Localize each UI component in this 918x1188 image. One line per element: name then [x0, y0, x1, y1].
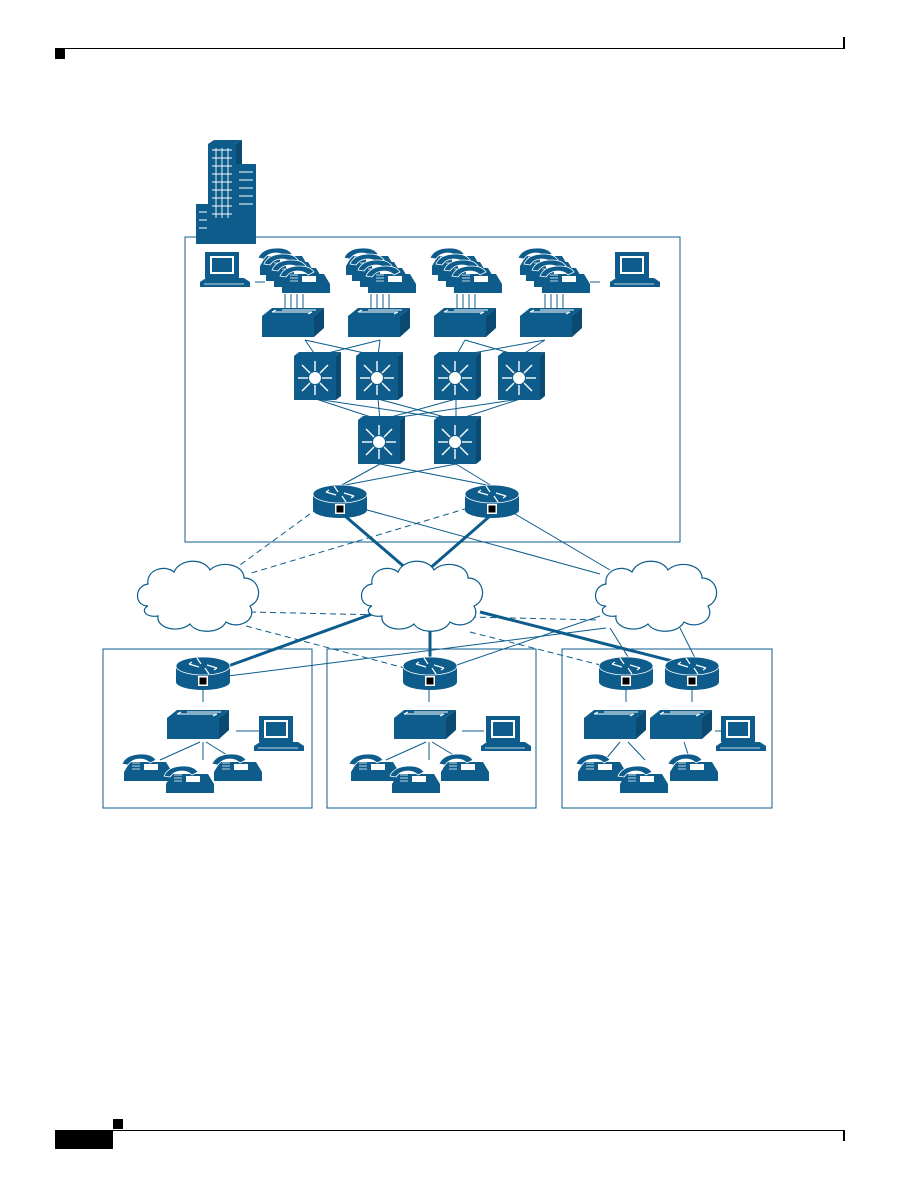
- ip-phone-icon: [163, 765, 215, 794]
- wan-links-thick: [205, 514, 685, 676]
- ip-phone-icon: [617, 765, 669, 794]
- multilayer-switch-icon: [433, 351, 482, 401]
- access-switch-icon: [519, 307, 583, 338]
- router-icon: [402, 656, 458, 691]
- ip-phone-icon: [518, 248, 590, 293]
- router-icon: [464, 484, 520, 519]
- branch-links: [159, 690, 723, 761]
- wan-cloud-icon: [136, 560, 260, 632]
- multilayer-switch-icon: [433, 415, 482, 465]
- wan-cloud-icon: [360, 560, 484, 632]
- branch-3-border: [561, 648, 773, 809]
- header-rule: [55, 48, 845, 49]
- multilayer-switch-icon: [357, 415, 406, 465]
- router-icon: [664, 656, 720, 691]
- multilayer-switch-icon: [355, 351, 404, 401]
- access-switch-icon: [347, 307, 411, 338]
- pc-icon: [609, 251, 661, 288]
- header-corner-mark: [55, 49, 65, 59]
- access-switch-icon: [166, 709, 230, 740]
- footer-page-tab: [55, 1131, 113, 1149]
- ip-phone-icon: [344, 248, 416, 293]
- footer-right-tick: [843, 1131, 845, 1141]
- ip-phone-icon: [438, 753, 490, 782]
- wan-links-thin: [227, 507, 697, 677]
- router-icon: [175, 656, 231, 691]
- access-switch-icon: [393, 709, 457, 740]
- footer-corner-mark: [113, 1119, 123, 1129]
- pc-icon: [715, 715, 767, 752]
- building-icon: [195, 139, 257, 245]
- wan-cloud-icon: [594, 560, 718, 632]
- router-icon: [312, 484, 368, 519]
- pc-icon: [253, 715, 305, 752]
- router-icon: [598, 656, 654, 691]
- multilayer-switch-icon: [497, 351, 546, 401]
- access-switch-icon: [261, 307, 325, 338]
- headquarters-border: [184, 236, 681, 543]
- access-switch-icon: [583, 709, 647, 740]
- ip-phone-icon: [389, 765, 441, 794]
- footer-rule: [55, 1130, 845, 1131]
- ip-phone-icon: [211, 753, 263, 782]
- ip-phone-icon: [667, 753, 719, 782]
- branch-1-border: [102, 648, 313, 809]
- access-switch-icon: [649, 709, 713, 740]
- ip-phone-icon: [258, 248, 330, 293]
- ip-phone-icon: [575, 753, 627, 782]
- multilayer-switch-icon: [293, 351, 342, 401]
- ip-phone-icon: [430, 248, 502, 293]
- access-switch-icon: [433, 307, 497, 338]
- pc-icon: [480, 715, 532, 752]
- header-right-tick: [843, 37, 845, 49]
